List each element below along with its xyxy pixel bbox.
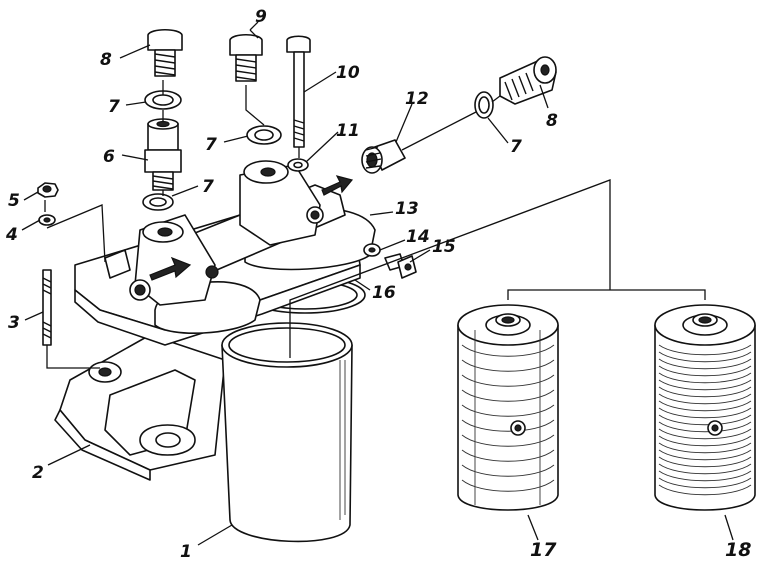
label-part-8-right: 8 xyxy=(546,111,558,131)
filter-head-body xyxy=(74,160,376,346)
label-part-7-a: 7 xyxy=(108,97,120,117)
label-part-13: 13 xyxy=(395,199,419,219)
label-part-7-d: 7 xyxy=(510,137,522,157)
part-11-small-washer xyxy=(287,158,309,172)
label-part-11: 11 xyxy=(336,121,360,141)
part-7-washer-d xyxy=(474,91,494,119)
label-part-5: 5 xyxy=(8,191,20,211)
label-part-1: 1 xyxy=(180,542,192,562)
assembly-centerlines xyxy=(44,80,706,369)
part-7-washer-c xyxy=(142,193,174,211)
part-9-banjo-bolt-right xyxy=(229,33,263,82)
label-part-18: 18 xyxy=(725,539,751,561)
label-part-7-b: 7 xyxy=(205,135,217,155)
label-part-6: 6 xyxy=(103,147,115,167)
part-4-washer xyxy=(38,214,56,226)
part-18-paper-filter-element xyxy=(654,304,756,511)
part-12-threaded-fitting xyxy=(361,139,406,174)
label-part-17: 17 xyxy=(530,539,557,561)
label-part-3: 3 xyxy=(8,313,20,333)
part-15-drain-plug xyxy=(384,253,417,279)
part-8-banjo-fitting-right xyxy=(499,56,557,105)
part-6-union-adapter xyxy=(144,118,182,191)
label-part-4: 4 xyxy=(5,225,18,245)
part-14-washer xyxy=(363,243,381,257)
part-17-felt-filter-element xyxy=(457,304,559,511)
part-1-filter-bowl xyxy=(221,322,353,543)
label-leaders xyxy=(21,21,734,546)
label-part-14: 14 xyxy=(406,227,430,247)
part-7-washer-a xyxy=(144,90,182,110)
label-part-8-left: 8 xyxy=(100,50,112,70)
label-part-16: 16 xyxy=(372,283,396,303)
part-5-nut xyxy=(37,182,59,198)
label-part-10: 10 xyxy=(336,63,360,83)
part-10-long-bolt xyxy=(286,35,311,148)
part-7-washer-b xyxy=(246,125,282,145)
part-2-mounting-bracket xyxy=(54,334,226,481)
label-part-2: 2 xyxy=(32,463,44,483)
part-8-banjo-bolt-left xyxy=(147,28,183,77)
label-part-15: 15 xyxy=(432,237,456,257)
part-labels: 1 2 3 4 5 6 7 7 7 7 8 8 9 10 11 12 13 14… xyxy=(5,7,751,562)
label-part-7-c: 7 xyxy=(202,177,214,197)
label-part-9: 9 xyxy=(255,7,267,27)
part-3-stud xyxy=(42,269,52,346)
label-part-12: 12 xyxy=(405,89,429,109)
